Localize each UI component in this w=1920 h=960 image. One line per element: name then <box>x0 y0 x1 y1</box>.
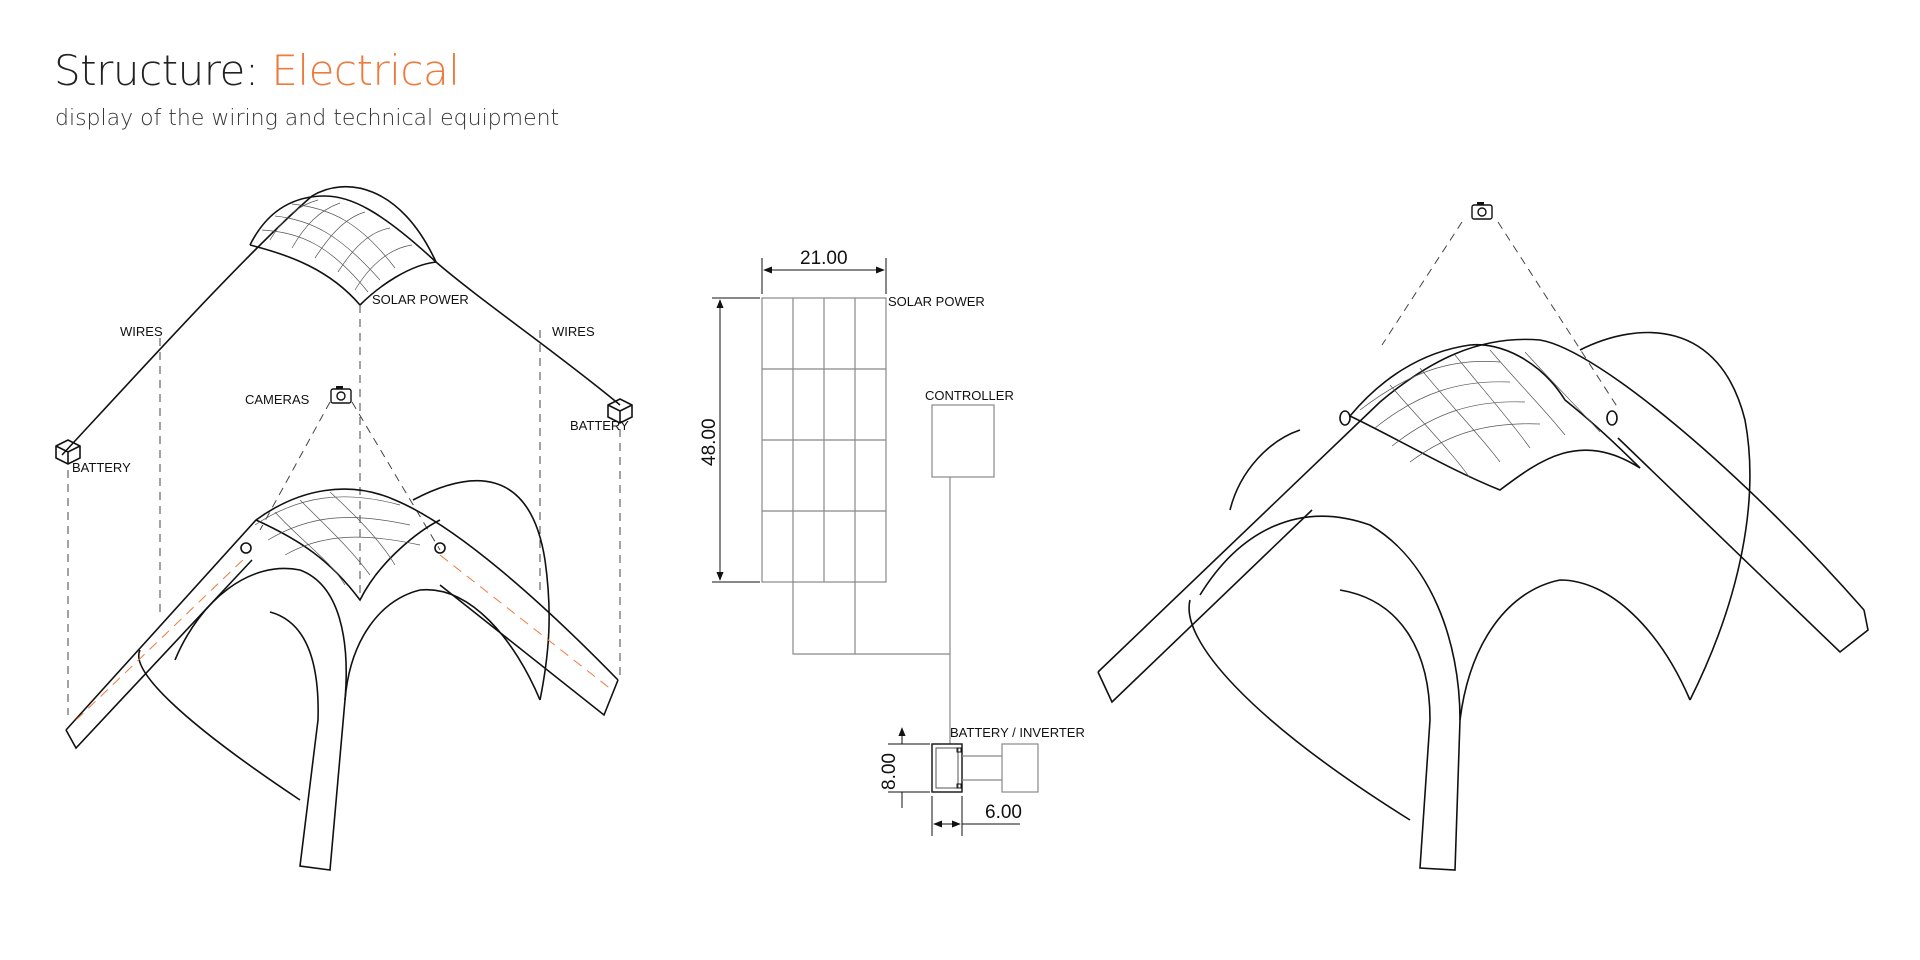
solar-panel-array <box>761 297 887 583</box>
camera-icon <box>330 385 352 404</box>
label-wires-left: WIRES <box>120 324 163 339</box>
title-accent: Electrical <box>271 46 460 95</box>
title-prefix: Structure: <box>54 46 272 95</box>
label-controller: CONTROLLER <box>925 388 1014 403</box>
dimension-battery-height: 8.00 <box>879 753 900 790</box>
label-solar-power-schematic: SOLAR POWER <box>888 294 985 309</box>
battery-icon <box>607 398 633 424</box>
label-battery-inverter: BATTERY / INVERTER <box>950 725 1085 740</box>
battery-icon <box>55 439 81 465</box>
solar-canopy-exploded <box>61 185 621 456</box>
battery-box <box>931 743 963 793</box>
page-title: Structure: Electrical <box>54 46 460 95</box>
page-subtitle: display of the wiring and technical equi… <box>55 106 560 131</box>
assembled-axonometric <box>1097 201 1869 871</box>
inverter-box <box>1001 743 1039 793</box>
label-solar-power: SOLAR POWER <box>372 292 469 307</box>
label-battery-right: BATTERY <box>570 418 629 433</box>
dimension-battery-width: 6.00 <box>985 802 1022 823</box>
label-battery-left: BATTERY <box>72 460 131 475</box>
exploded-axonometric: SOLAR POWER WIRES WIRES CAMERAS BATTERY … <box>55 185 633 871</box>
wiring-schematic: 21.00 48.00 8.00 6.00 SOLAR POWER CONTRO… <box>699 248 1085 836</box>
label-cameras: CAMERAS <box>245 392 310 407</box>
dimension-panel-height: 48.00 <box>699 418 720 466</box>
pavilion-structure-exploded <box>65 480 619 871</box>
controller-box <box>931 404 995 478</box>
dimension-panel-width: 21.00 <box>800 248 848 269</box>
camera-icon <box>1471 201 1493 220</box>
label-wires-right: WIRES <box>552 324 595 339</box>
